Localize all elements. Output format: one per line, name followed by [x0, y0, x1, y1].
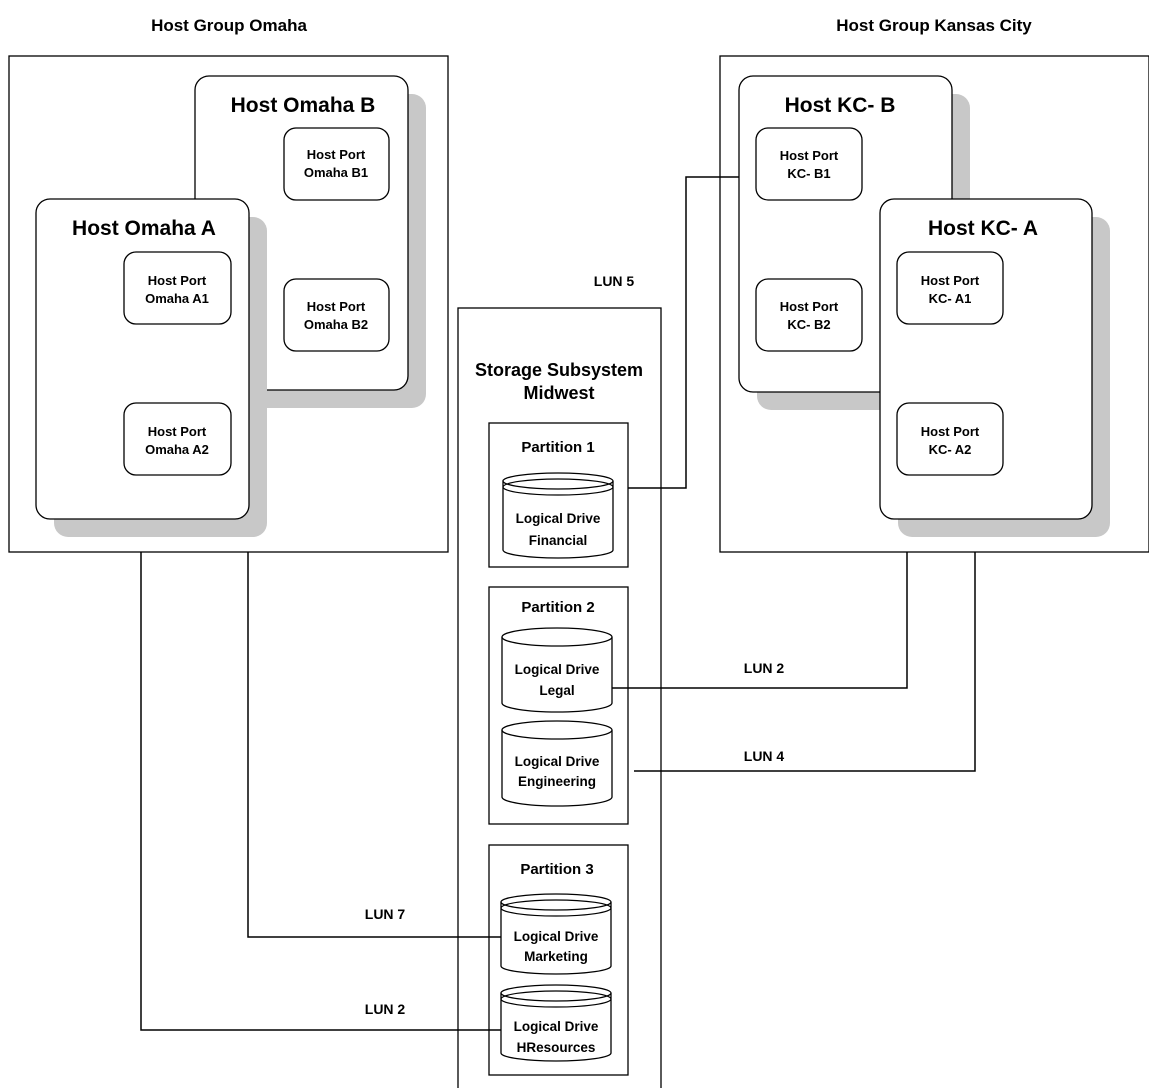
host-port-omaha-a1-line1: Host Port	[148, 273, 207, 288]
logical-drive-financial-line2: Financial	[529, 533, 588, 548]
host-port-kc-a1	[896, 251, 1004, 325]
host-port-kc-b2-line1: Host Port	[780, 299, 839, 314]
host-port-omaha-a1-line2: Omaha A1	[145, 291, 209, 306]
logical-drive-engineering: Logical Drive Engineering	[501, 720, 613, 807]
host-omaha-a-title: Host Omaha A	[72, 217, 216, 240]
lun-label-financial: LUN 5	[594, 273, 635, 289]
logical-drive-financial-line1: Logical Drive	[516, 511, 601, 526]
lun-label-hresources: LUN 2	[365, 1001, 406, 1017]
host-port-omaha-b1	[283, 127, 390, 201]
storage-subsystem-title-line1: Storage Subsystem	[475, 360, 643, 380]
connector-marketing-omaha	[247, 552, 501, 938]
host-port-kc-a1-line2: KC- A1	[929, 291, 972, 306]
logical-drive-hresources-line1: Logical Drive	[514, 1019, 599, 1034]
host-port-kc-b2	[755, 278, 863, 352]
host-omaha-b-title: Host Omaha B	[231, 94, 376, 117]
host-port-omaha-b1-line2: Omaha B1	[304, 165, 368, 180]
partition-1-title: Partition 1	[521, 439, 594, 456]
host-port-omaha-b2-line2: Omaha B2	[304, 317, 368, 332]
lun-label-engineering: LUN 4	[744, 748, 785, 764]
lun-label-marketing: LUN 7	[365, 906, 406, 922]
host-port-omaha-a2	[123, 402, 232, 476]
logical-drive-legal-line2: Legal	[539, 683, 574, 698]
host-port-omaha-b2-line1: Host Port	[307, 299, 366, 314]
host-port-omaha-b1-line1: Host Port	[307, 147, 366, 162]
lun-label-legal: LUN 2	[744, 660, 785, 676]
partition-3-title: Partition 3	[520, 861, 593, 878]
host-port-kc-a1-line1: Host Port	[921, 273, 980, 288]
host-kc-a-title: Host KC- A	[928, 217, 1038, 240]
logical-drive-hresources-line2: HResources	[517, 1040, 596, 1055]
connector-engineering-kc	[634, 552, 976, 772]
logical-drive-engineering-line1: Logical Drive	[515, 754, 600, 769]
host-port-kc-b1	[755, 127, 863, 201]
host-port-kc-a2-line2: KC- A2	[929, 442, 972, 457]
logical-drive-marketing-line2: Marketing	[524, 949, 588, 964]
host-port-kc-b1-line2: KC- B1	[787, 166, 830, 181]
host-port-omaha-b2	[283, 278, 390, 352]
host-port-omaha-a2-line1: Host Port	[148, 424, 207, 439]
connector-legal-kc	[612, 552, 908, 689]
connector-hresources-omaha	[140, 552, 501, 1031]
host-port-kc-b2-line2: KC- B2	[787, 317, 830, 332]
logical-drive-hresources: Logical Drive HResources	[500, 984, 612, 1062]
connector-financial-kc-b1	[628, 176, 739, 489]
logical-drive-legal-line1: Logical Drive	[515, 662, 600, 677]
host-group-kc-title: Host Group Kansas City	[836, 16, 1032, 35]
host-port-kc-b1-line1: Host Port	[780, 148, 839, 163]
host-kc-b-title: Host KC- B	[785, 94, 896, 117]
logical-drive-marketing: Logical Drive Marketing	[500, 893, 612, 975]
logical-drive-marketing-line1: Logical Drive	[514, 929, 599, 944]
logical-drive-legal: Logical Drive Legal	[501, 627, 613, 713]
host-port-omaha-a1	[123, 251, 232, 325]
host-port-omaha-a2-line2: Omaha A2	[145, 442, 209, 457]
partition-2-title: Partition 2	[521, 599, 594, 616]
host-group-omaha-title: Host Group Omaha	[151, 16, 307, 35]
storage-subsystem-title-line2: Midwest	[523, 383, 594, 403]
logical-drive-financial: Logical Drive Financial	[502, 472, 614, 559]
host-port-kc-a2-line1: Host Port	[921, 424, 980, 439]
host-port-kc-a2	[896, 402, 1004, 476]
logical-drive-engineering-line2: Engineering	[518, 774, 596, 789]
